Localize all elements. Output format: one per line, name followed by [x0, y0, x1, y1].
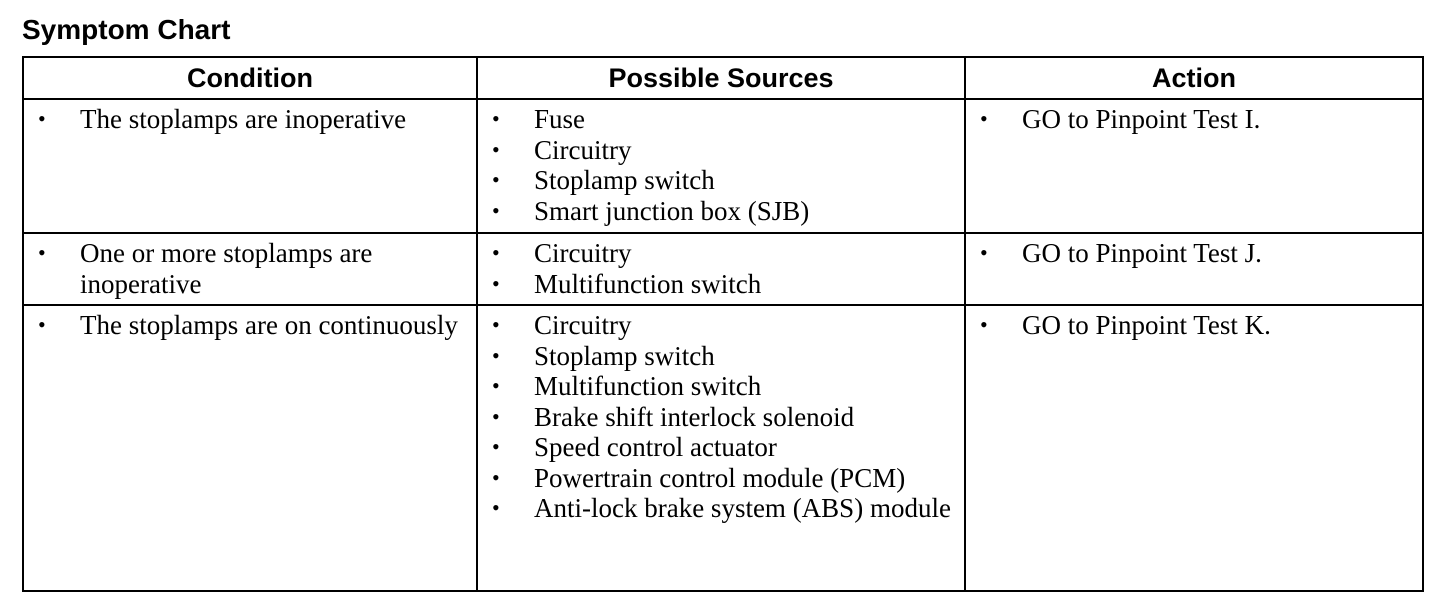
sources-cell: Circuitry Multifunction switch [476, 232, 966, 306]
action-text: GO to Pinpoint Test I. [966, 104, 1414, 135]
page-title: Symptom Chart [22, 14, 231, 45]
action-cell: GO to Pinpoint Test K. [964, 304, 1424, 592]
condition-cell: The stoplamps are on continuously [22, 304, 478, 592]
sources-cell: Fuse Circuitry Stoplamp switch Smart jun… [476, 98, 966, 234]
source-item: Circuitry [478, 135, 956, 166]
action-cell: GO to Pinpoint Test I. [964, 98, 1424, 234]
condition-text: The stoplamps are on continuously [24, 310, 468, 341]
action-text: GO to Pinpoint Test J. [966, 238, 1414, 269]
source-item: Anti-lock brake system (ABS) module [478, 493, 956, 524]
source-item: Stoplamp switch [478, 341, 956, 372]
source-item: Powertrain control module (PCM) [478, 463, 956, 494]
table-row: One or more stoplamps are inoperative Ci… [22, 232, 1424, 306]
source-item: Circuitry [478, 238, 956, 269]
source-item: Multifunction switch [478, 371, 956, 402]
header-possible-sources: Possible Sources [476, 56, 966, 100]
header-row: Condition Possible Sources Action [22, 56, 1424, 100]
source-item: Speed control actuator [478, 432, 956, 463]
condition-text: One or more stoplamps are inoperative [24, 238, 468, 299]
source-item: Fuse [478, 104, 956, 135]
action-text: GO to Pinpoint Test K. [966, 310, 1414, 341]
source-item: Smart junction box (SJB) [478, 196, 956, 227]
condition-cell: One or more stoplamps are inoperative [22, 232, 478, 306]
table-row: The stoplamps are inoperative Fuse Circu… [22, 98, 1424, 234]
sources-cell: Circuitry Stoplamp switch Multifunction … [476, 304, 966, 592]
header-action: Action [964, 56, 1424, 100]
symptom-table: Condition Possible Sources Action The st… [22, 56, 1424, 592]
header-condition: Condition [22, 56, 478, 100]
table-row: The stoplamps are on continuously Circui… [22, 304, 1424, 592]
action-cell: GO to Pinpoint Test J. [964, 232, 1424, 306]
source-item: Circuitry [478, 310, 956, 341]
source-item: Brake shift interlock solenoid [478, 402, 956, 433]
condition-text: The stoplamps are inoperative [24, 104, 468, 135]
source-item: Stoplamp switch [478, 165, 956, 196]
source-item: Multifunction switch [478, 269, 956, 300]
condition-cell: The stoplamps are inoperative [22, 98, 478, 234]
